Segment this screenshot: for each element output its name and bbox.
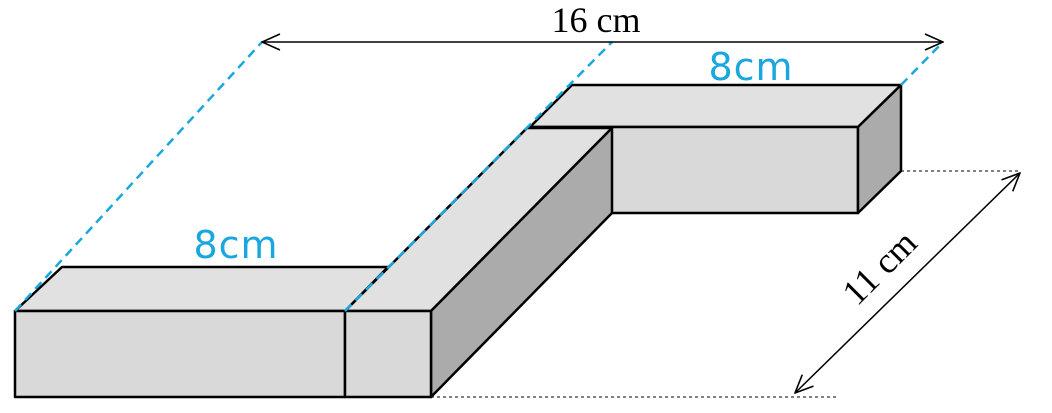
guide-line-middle <box>344 41 613 312</box>
left-segment-length-label: 8cm <box>193 223 278 267</box>
bottom-left-block <box>13 265 390 399</box>
depth-arrow <box>795 173 1020 393</box>
diagonal-arm <box>343 126 614 399</box>
guide-line-right <box>900 41 944 86</box>
top-right-block-top-face <box>528 83 903 129</box>
bottom-left-block-front-face <box>13 309 347 399</box>
bottom-left-block-top-face <box>13 265 390 313</box>
top-segment-length-label: 8cm <box>708 45 793 89</box>
depth-label: 11 cm <box>834 222 924 312</box>
guide-line-left <box>14 41 263 312</box>
diagonal-arm-front-face <box>343 309 433 399</box>
depth-extension-lines <box>431 170 1020 398</box>
total-width-label: 16 cm <box>552 0 641 40</box>
